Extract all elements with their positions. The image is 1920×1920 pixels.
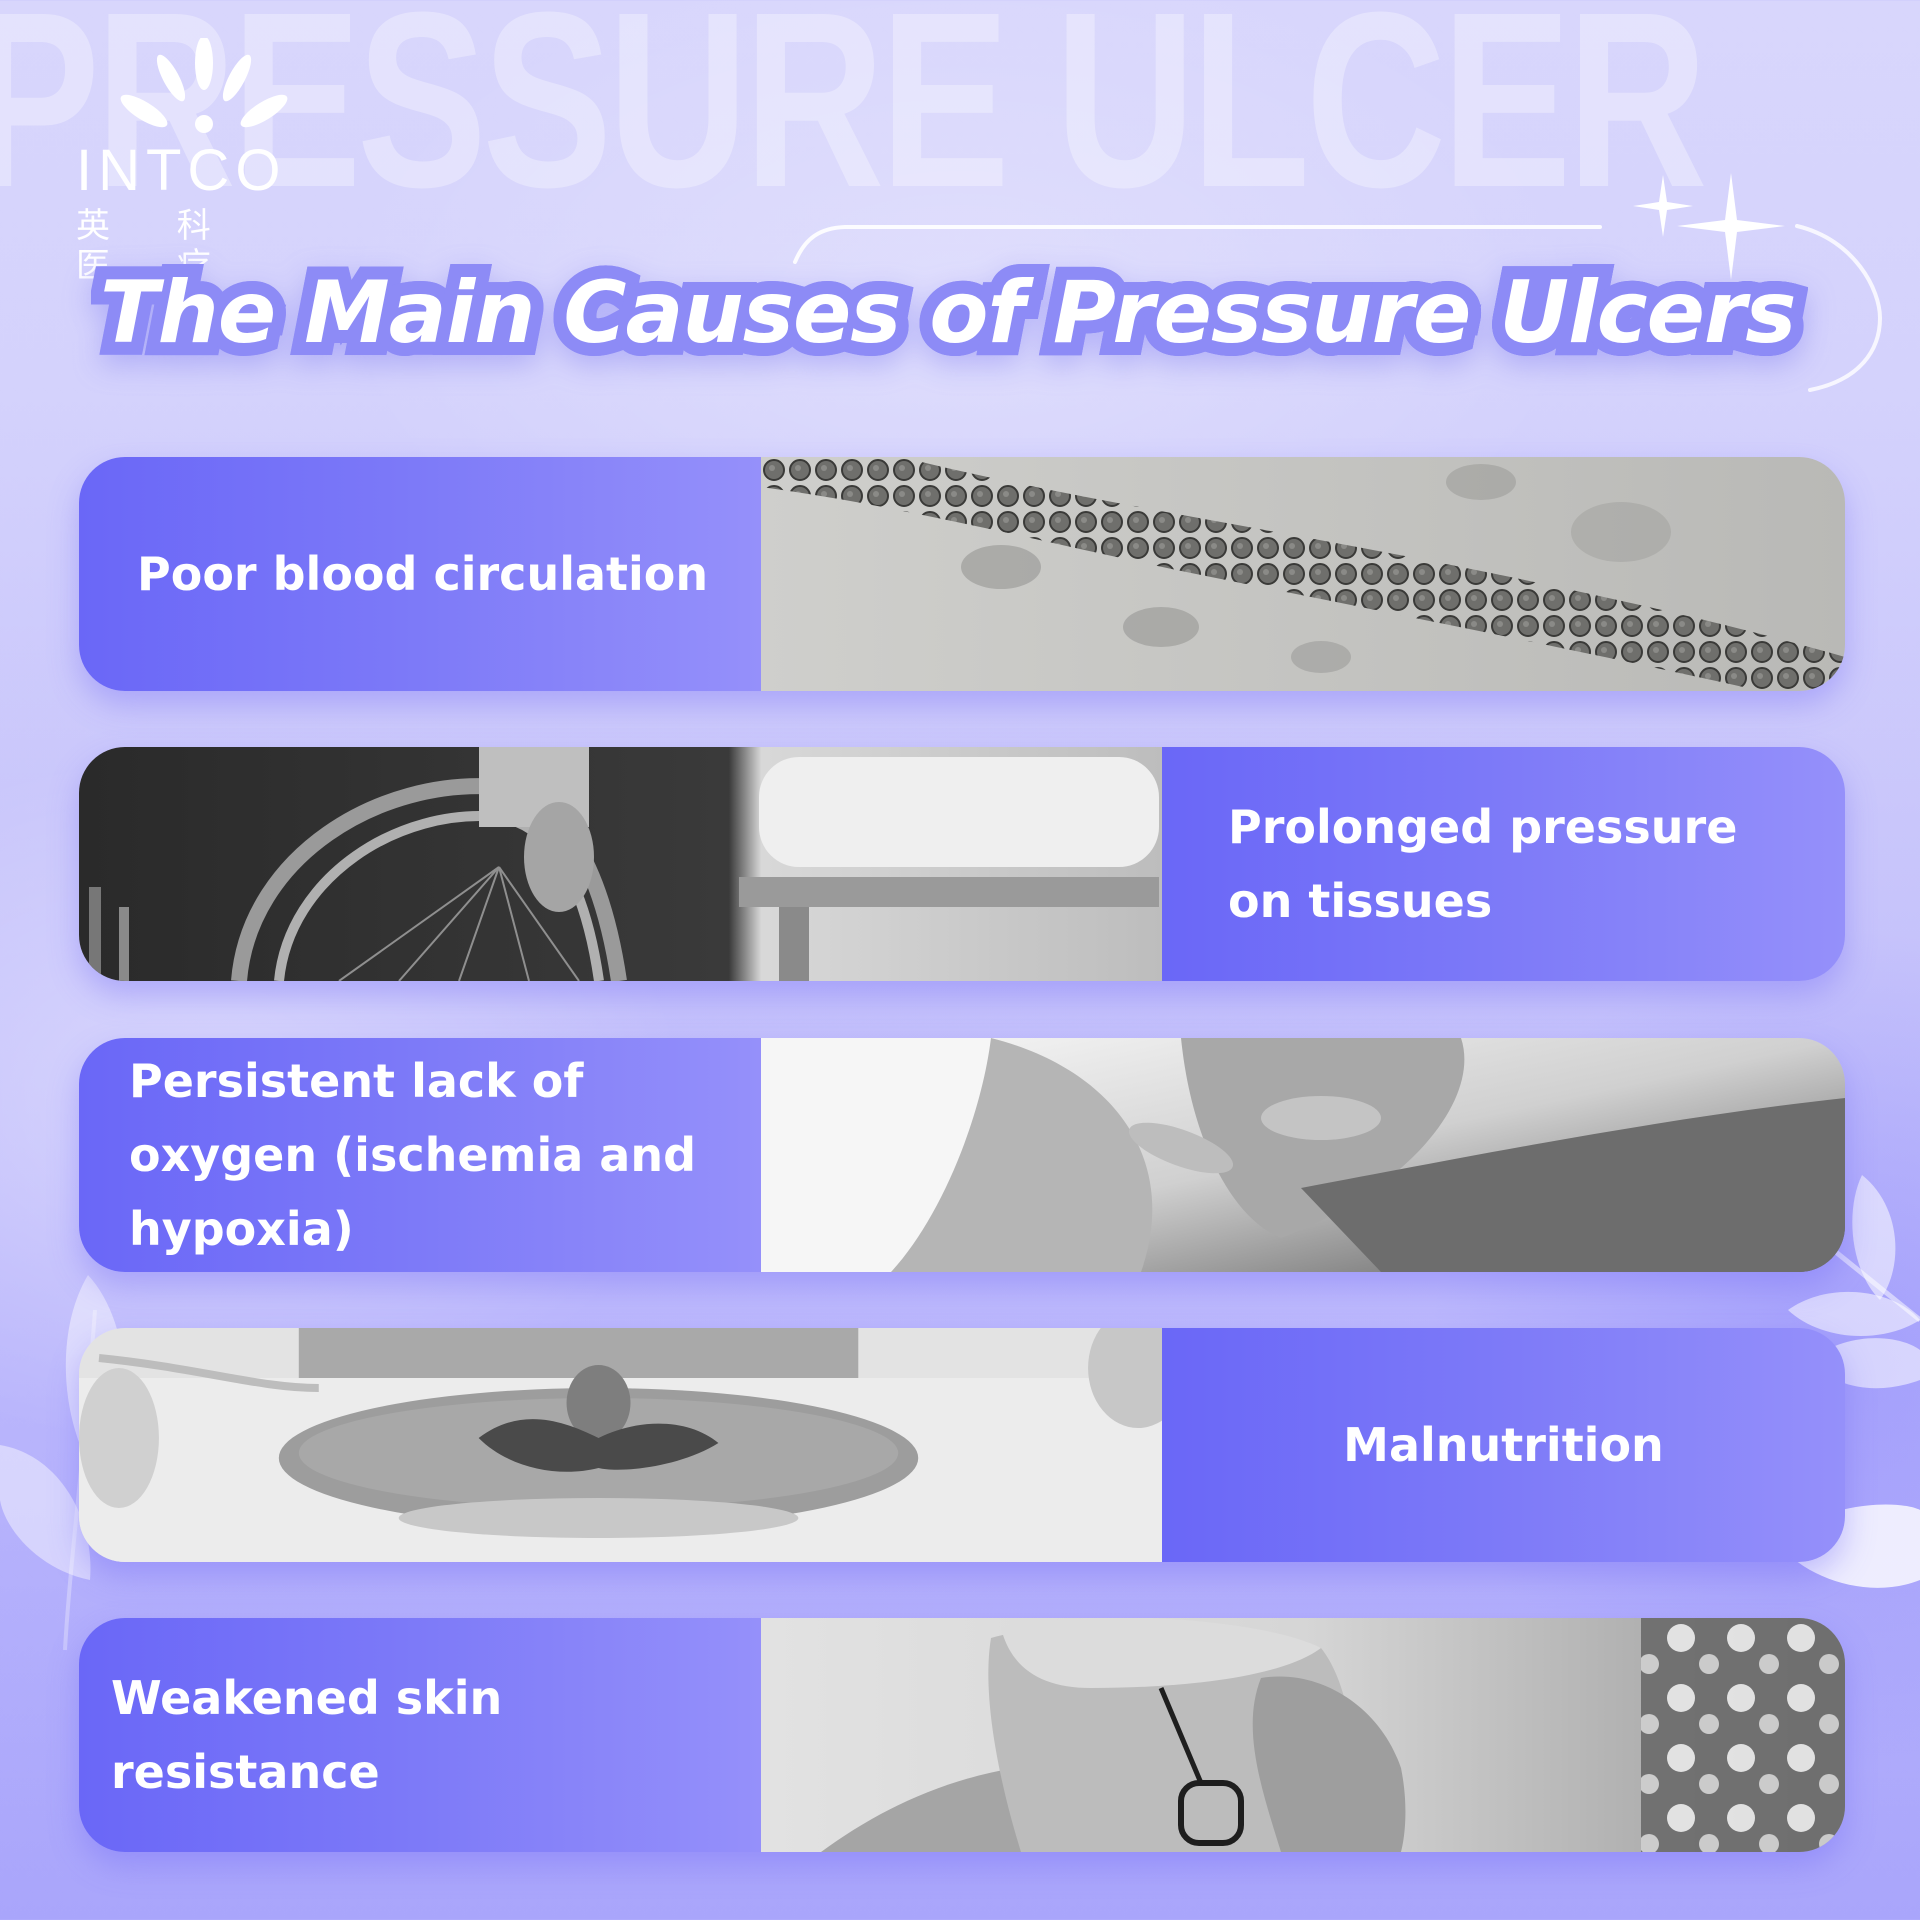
cause-card-malnutrition: Malnutrition [79, 1328, 1845, 1562]
flower-logo-icon [120, 38, 288, 133]
cause-label: Poor blood circulation [137, 547, 709, 601]
cause-label: Malnutrition [1343, 1418, 1664, 1472]
plate-salad-photo [79, 1328, 1162, 1562]
cause-card-lack-of-oxygen: Persistent lack of oxygen (ischemia and … [79, 1038, 1845, 1272]
cause-label-panel: Poor blood circulation [79, 457, 761, 691]
page-title: The Main Causes of Pressure Ulcers The M… [87, 250, 1860, 378]
intco-logo: INTCO 英 科 医 疗 [74, 38, 334, 286]
elderly-woman-photo [761, 1618, 1845, 1852]
cause-label-panel: Weakened skin resistance [79, 1618, 761, 1852]
cause-label-panel: Malnutrition [1162, 1328, 1845, 1562]
cause-card-prolonged-pressure: Prolonged pressure on tissues [79, 747, 1845, 981]
cause-label: Weakened skin resistance [111, 1671, 503, 1799]
cause-label: Prolonged pressure on tissues [1228, 800, 1738, 928]
cause-label-panel: Prolonged pressure on tissues [1162, 747, 1845, 981]
cause-label: Persistent lack of oxygen (ischemia and … [129, 1054, 697, 1256]
cause-card-weakened-skin: Weakened skin resistance [79, 1618, 1845, 1852]
hands-on-leg-photo [761, 1038, 1845, 1272]
brand-name-chinese: 英 科 医 疗 [76, 206, 239, 286]
cause-card-poor-circulation: Poor blood circulation [79, 457, 1845, 691]
cause-label-panel: Persistent lack of oxygen (ischemia and … [79, 1038, 761, 1272]
blood-cells-photo [761, 457, 1845, 691]
wheelchair-photo [79, 747, 1162, 981]
brand-name: INTCO [76, 138, 287, 203]
